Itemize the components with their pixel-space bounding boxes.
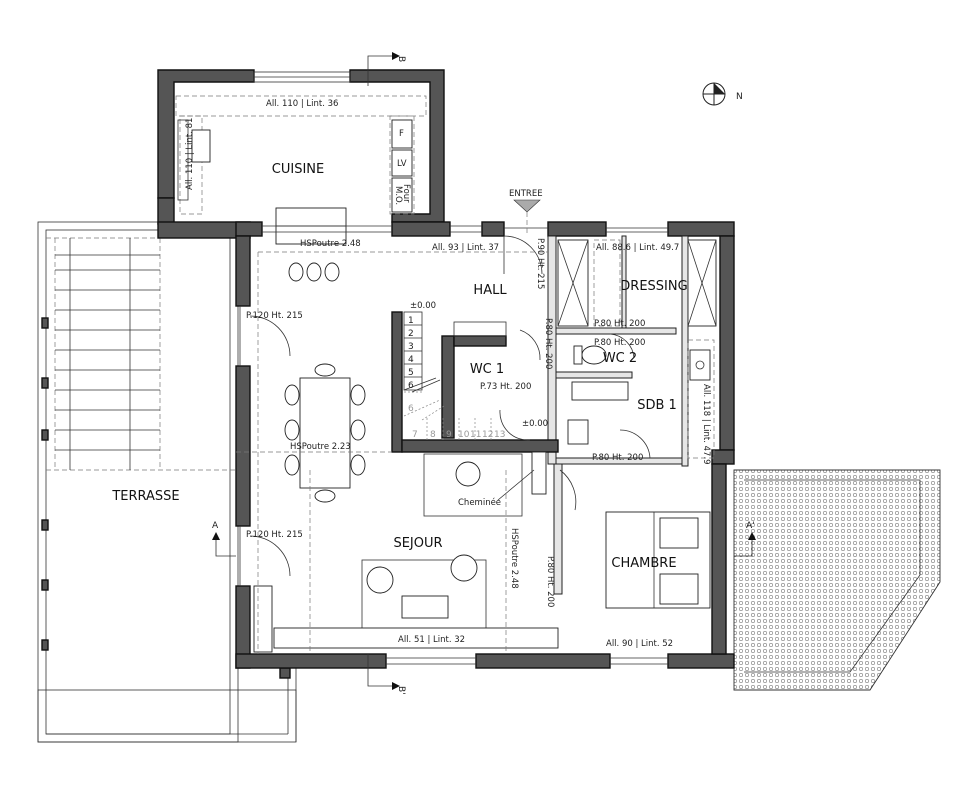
exterior-walls <box>235 221 735 669</box>
kitchen-label-microwave: M.O. <box>393 186 403 205</box>
entry-label: ENTREE <box>509 189 543 199</box>
stair-step-3: 3 <box>408 342 414 352</box>
pergola-slats <box>46 237 238 471</box>
room-label-chambre: CHAMBRE <box>611 556 676 571</box>
dining-set <box>284 262 366 503</box>
stair-step-lower-13: 13 <box>494 430 505 440</box>
kitchen-area <box>157 69 445 245</box>
annot-dressing-window: All. 88.6 | Lint. 49.7 <box>596 243 679 253</box>
section-guides <box>236 251 548 654</box>
north-arrow-icon <box>702 82 726 106</box>
annot-level-top: ±0.00 <box>410 301 436 311</box>
stair-step-4: 4 <box>408 355 414 365</box>
section-mark-a: A <box>212 521 219 531</box>
section-markers <box>212 52 756 690</box>
room-label-sdb1: SDB 1 <box>637 398 677 413</box>
annot-living-beam: HSPoutre 2.23 <box>290 442 351 452</box>
annot-door-chambre: P.80 Ht. 200 <box>545 556 555 607</box>
bathroom-fixtures <box>567 339 715 459</box>
annot-patio-door-top: P.120 Ht. 215 <box>246 311 303 321</box>
bed <box>605 511 711 609</box>
entry-arrow-icon <box>513 199 541 213</box>
annot-sdb-window: All. 118 | Lint. 47.9 <box>701 384 711 465</box>
room-label-wc1: WC 1 <box>470 362 504 377</box>
room-label-terrasse: TERRASSE <box>111 489 179 504</box>
annot-door-wc2: P.80 Ht. 200 <box>594 338 645 348</box>
stair-step-lower-8: 8 <box>430 430 436 440</box>
kitchen-label-dishwasher: LV <box>397 159 407 169</box>
annot-chambre-window: All. 90 | Lint. 52 <box>606 639 673 649</box>
interior-walls <box>391 235 689 595</box>
annotations: ENTREE N B B' A A' All. 110 | Lint. 36 A… <box>185 56 755 695</box>
annot-door-wc1: P.73 Ht. 200 <box>480 382 531 392</box>
annot-kitchen-window-left: All. 110 | Lint. 81 <box>185 118 195 190</box>
annot-kitchen-window-top: All. 110 | Lint. 36 <box>266 99 338 109</box>
stair-step-lower-12: 12 <box>482 430 493 440</box>
section-mark-b: B <box>396 56 406 62</box>
room-label-wc2: WC 2 <box>603 351 637 366</box>
room-label-hall: HALL <box>473 283 507 298</box>
stair-step-lower-7: 7 <box>412 430 418 440</box>
annot-level-bottom: ±0.00 <box>522 419 548 429</box>
kitchen-label-fridge: F <box>399 129 404 139</box>
staircase <box>403 311 507 440</box>
stair-step-5: 5 <box>408 368 414 378</box>
room-labels: CUISINE HALL DRESSING WC 1 WC 2 SDB 1 TE… <box>111 162 687 571</box>
dressing-wardrobes <box>557 239 717 327</box>
stair-step-1: 1 <box>408 316 414 326</box>
stair-step-lower-11: 11 <box>470 430 481 440</box>
stair-step-lower-6: 6 <box>408 404 414 414</box>
room-label-sejour: SEJOUR <box>393 536 442 551</box>
stair-step-lower-9: 9 <box>446 430 452 440</box>
annot-sejour-beam: HSPoutre 2.48 <box>509 528 519 589</box>
annot-door-sdb: P.80 Ht. 200 <box>592 453 643 463</box>
room-label-cuisine: CUISINE <box>272 162 324 177</box>
north-label: N <box>736 92 743 102</box>
stair-step-2: 2 <box>408 329 414 339</box>
annot-sejour-window: All. 51 | Lint. 32 <box>398 635 465 645</box>
annot-entry-door: P.90 Ht. 215 <box>535 238 545 289</box>
annot-kitchen-beam: HSPoutre 2.48 <box>300 239 361 249</box>
annot-door-hall-right: P.80 Ht. 200 <box>543 318 553 369</box>
fireplace <box>423 451 547 517</box>
stair-step-6: 6 <box>408 381 414 391</box>
door-swings <box>249 235 651 577</box>
living-furniture <box>253 554 559 653</box>
room-label-dressing: DRESSING <box>620 279 687 294</box>
annot-door-dressing: P.80 Ht. 200 <box>594 319 645 329</box>
balcony-tiled <box>733 469 941 691</box>
kitchen-label-oven: Four <box>401 184 411 203</box>
section-mark-b-prime: B' <box>396 686 406 695</box>
stair-step-lower-10: 10 <box>458 430 470 440</box>
annot-fireplace: Cheminée <box>458 497 501 508</box>
annot-patio-door-bottom: P.120 Ht. 215 <box>246 530 303 540</box>
section-mark-a-prime: A' <box>746 521 755 531</box>
annot-hall-window: All. 93 | Lint. 37 <box>432 243 499 253</box>
terrasse-deck <box>37 221 297 743</box>
